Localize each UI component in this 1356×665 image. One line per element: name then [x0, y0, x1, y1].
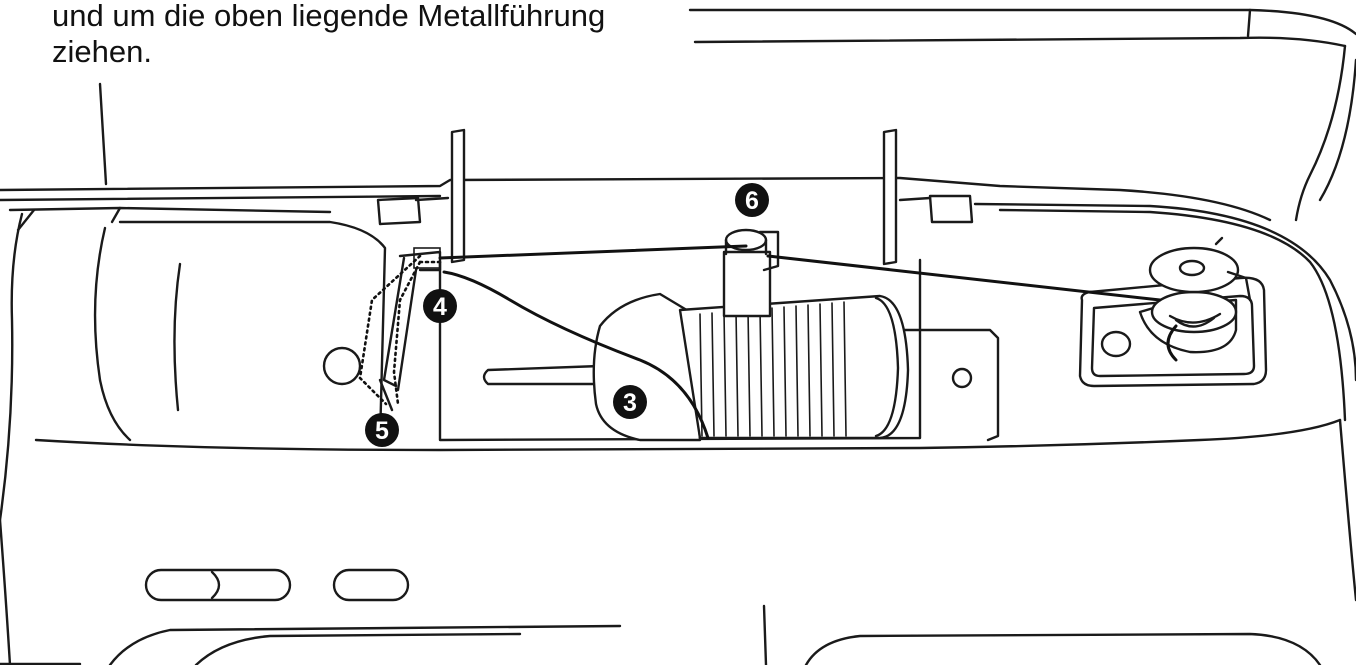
step-badge-4: 4 — [423, 289, 457, 323]
machine-top-cover — [688, 8, 1356, 222]
step-label-5: 5 — [375, 417, 389, 445]
step-label-4: 4 — [433, 293, 447, 321]
left-screw-hole — [322, 346, 362, 386]
step-label-6: 6 — [745, 187, 759, 215]
lower-panel — [0, 418, 1356, 665]
caption-line-2: ziehen. — [52, 34, 152, 69]
step-badge-5: 5 — [365, 413, 399, 447]
channel-hole — [951, 367, 973, 389]
thread-guide-bracket — [358, 247, 444, 412]
step-badge-3: 3 — [613, 385, 647, 419]
bobbin-winder — [1078, 236, 1268, 388]
machine-body — [0, 176, 1356, 522]
spool-holder-right — [882, 128, 974, 266]
thread-path — [438, 244, 1178, 440]
slot-short — [332, 568, 410, 602]
step-badge-6: 6 — [735, 183, 769, 217]
thread-to-bobbin — [766, 254, 1162, 302]
tension-post — [722, 228, 780, 318]
thread-on-bobbin — [1166, 324, 1178, 362]
caption-leader-line — [98, 82, 108, 186]
left-housing — [93, 220, 387, 442]
spool-holder-left — [376, 128, 466, 264]
thread-to-tension — [438, 244, 748, 260]
thread-spool — [592, 292, 910, 442]
step-label-3: 3 — [623, 389, 637, 417]
spool-wraps — [699, 301, 847, 437]
caption-line-1: und um die oben liegende Metallführung — [52, 0, 605, 33]
thread-from-spool — [442, 270, 710, 440]
